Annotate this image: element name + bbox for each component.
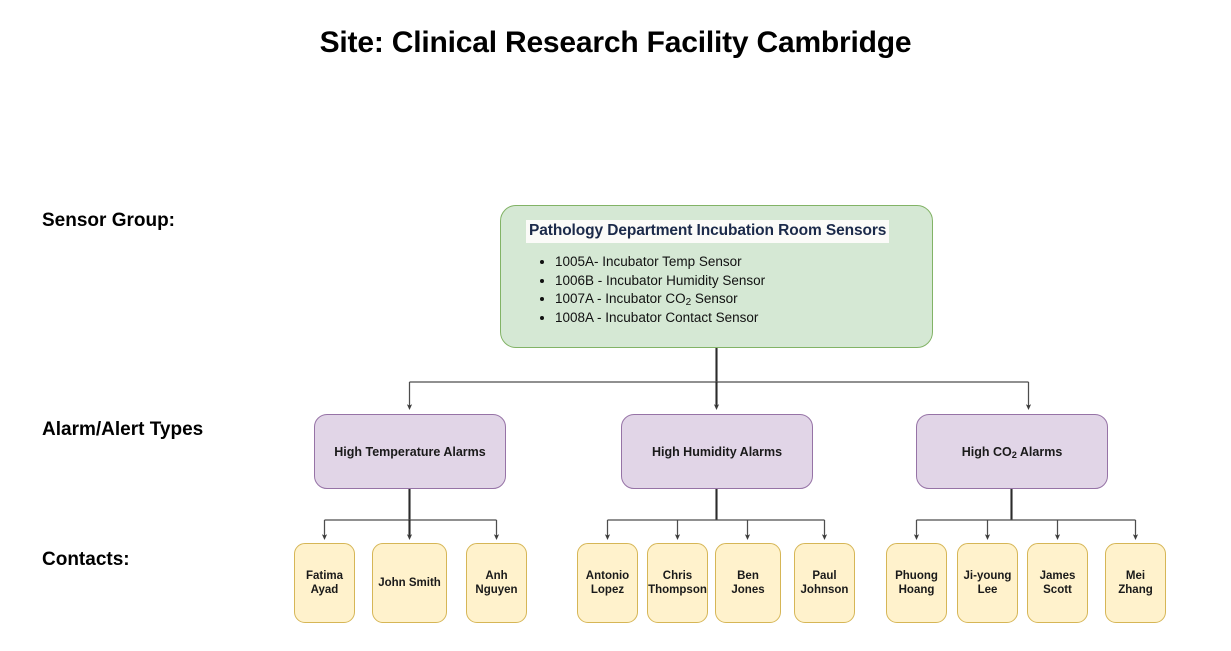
contact-name: Anh Nguyen [475,569,518,597]
contact-name: Paul Johnson [800,569,849,597]
sensor-group-heading: Pathology Department Incubation Room Sen… [526,220,890,243]
contact-node[interactable]: Chris Thompson [647,543,708,623]
page-title: Site: Clinical Research Facility Cambrid… [319,26,912,59]
sensor-list-item: 1005A- Incubator Temp Sensor [555,253,765,272]
contact-node[interactable]: James Scott [1027,543,1088,623]
contact-node[interactable]: Fatima Ayad [294,543,355,623]
contact-node[interactable]: Paul Johnson [794,543,855,623]
contact-node[interactable]: Mei Zhang [1105,543,1166,623]
contact-name: Fatima Ayad [305,569,344,597]
alarm-type-label: High Humidity Alarms [651,444,783,459]
sensor-list-item: 1008A - Incubator Contact Sensor [555,309,765,328]
alarm-type-node-high-temperature[interactable]: High Temperature Alarms [314,414,506,489]
contact-name: Chris Thompson [648,569,707,597]
sensor-group-node[interactable]: Pathology Department Incubation Room Sen… [500,205,933,348]
contact-name: Ji-young Lee [963,569,1012,597]
contact-name: John Smith [378,576,441,589]
sensor-list-item: 1006B - Incubator Humidity Sensor [555,272,765,291]
contact-node[interactable]: Antonio Lopez [577,543,638,623]
sensor-list-item: 1007A - Incubator CO2 Sensor [555,290,765,309]
contact-name: Mei Zhang [1118,569,1153,597]
alarm-type-node-high-co2[interactable]: High CO2 Alarms [916,414,1108,489]
alarm-type-label: High Temperature Alarms [334,444,486,459]
contact-name: James Scott [1039,569,1076,597]
alarm-type-node-high-humidity[interactable]: High Humidity Alarms [621,414,813,489]
row-label-alarm-types: Alarm/Alert Types [42,419,204,440]
contact-node[interactable]: Phuong Hoang [886,543,947,623]
contact-node[interactable]: Ben Jones [715,543,781,623]
row-label-sensor-group: Sensor Group: [42,210,176,231]
contact-node[interactable]: Ji-young Lee [957,543,1018,623]
row-label-contacts: Contacts: [42,549,130,570]
alarm-type-label: High CO2 Alarms [961,444,1063,460]
contact-name: Phuong Hoang [895,569,938,597]
contact-name: Antonio Lopez [585,569,630,597]
contact-name: Ben Jones [731,569,765,597]
contact-node[interactable]: John Smith [372,543,447,623]
sensor-list: 1005A- Incubator Temp Sensor 1006B - Inc… [533,253,765,327]
contact-node[interactable]: Anh Nguyen [466,543,527,623]
